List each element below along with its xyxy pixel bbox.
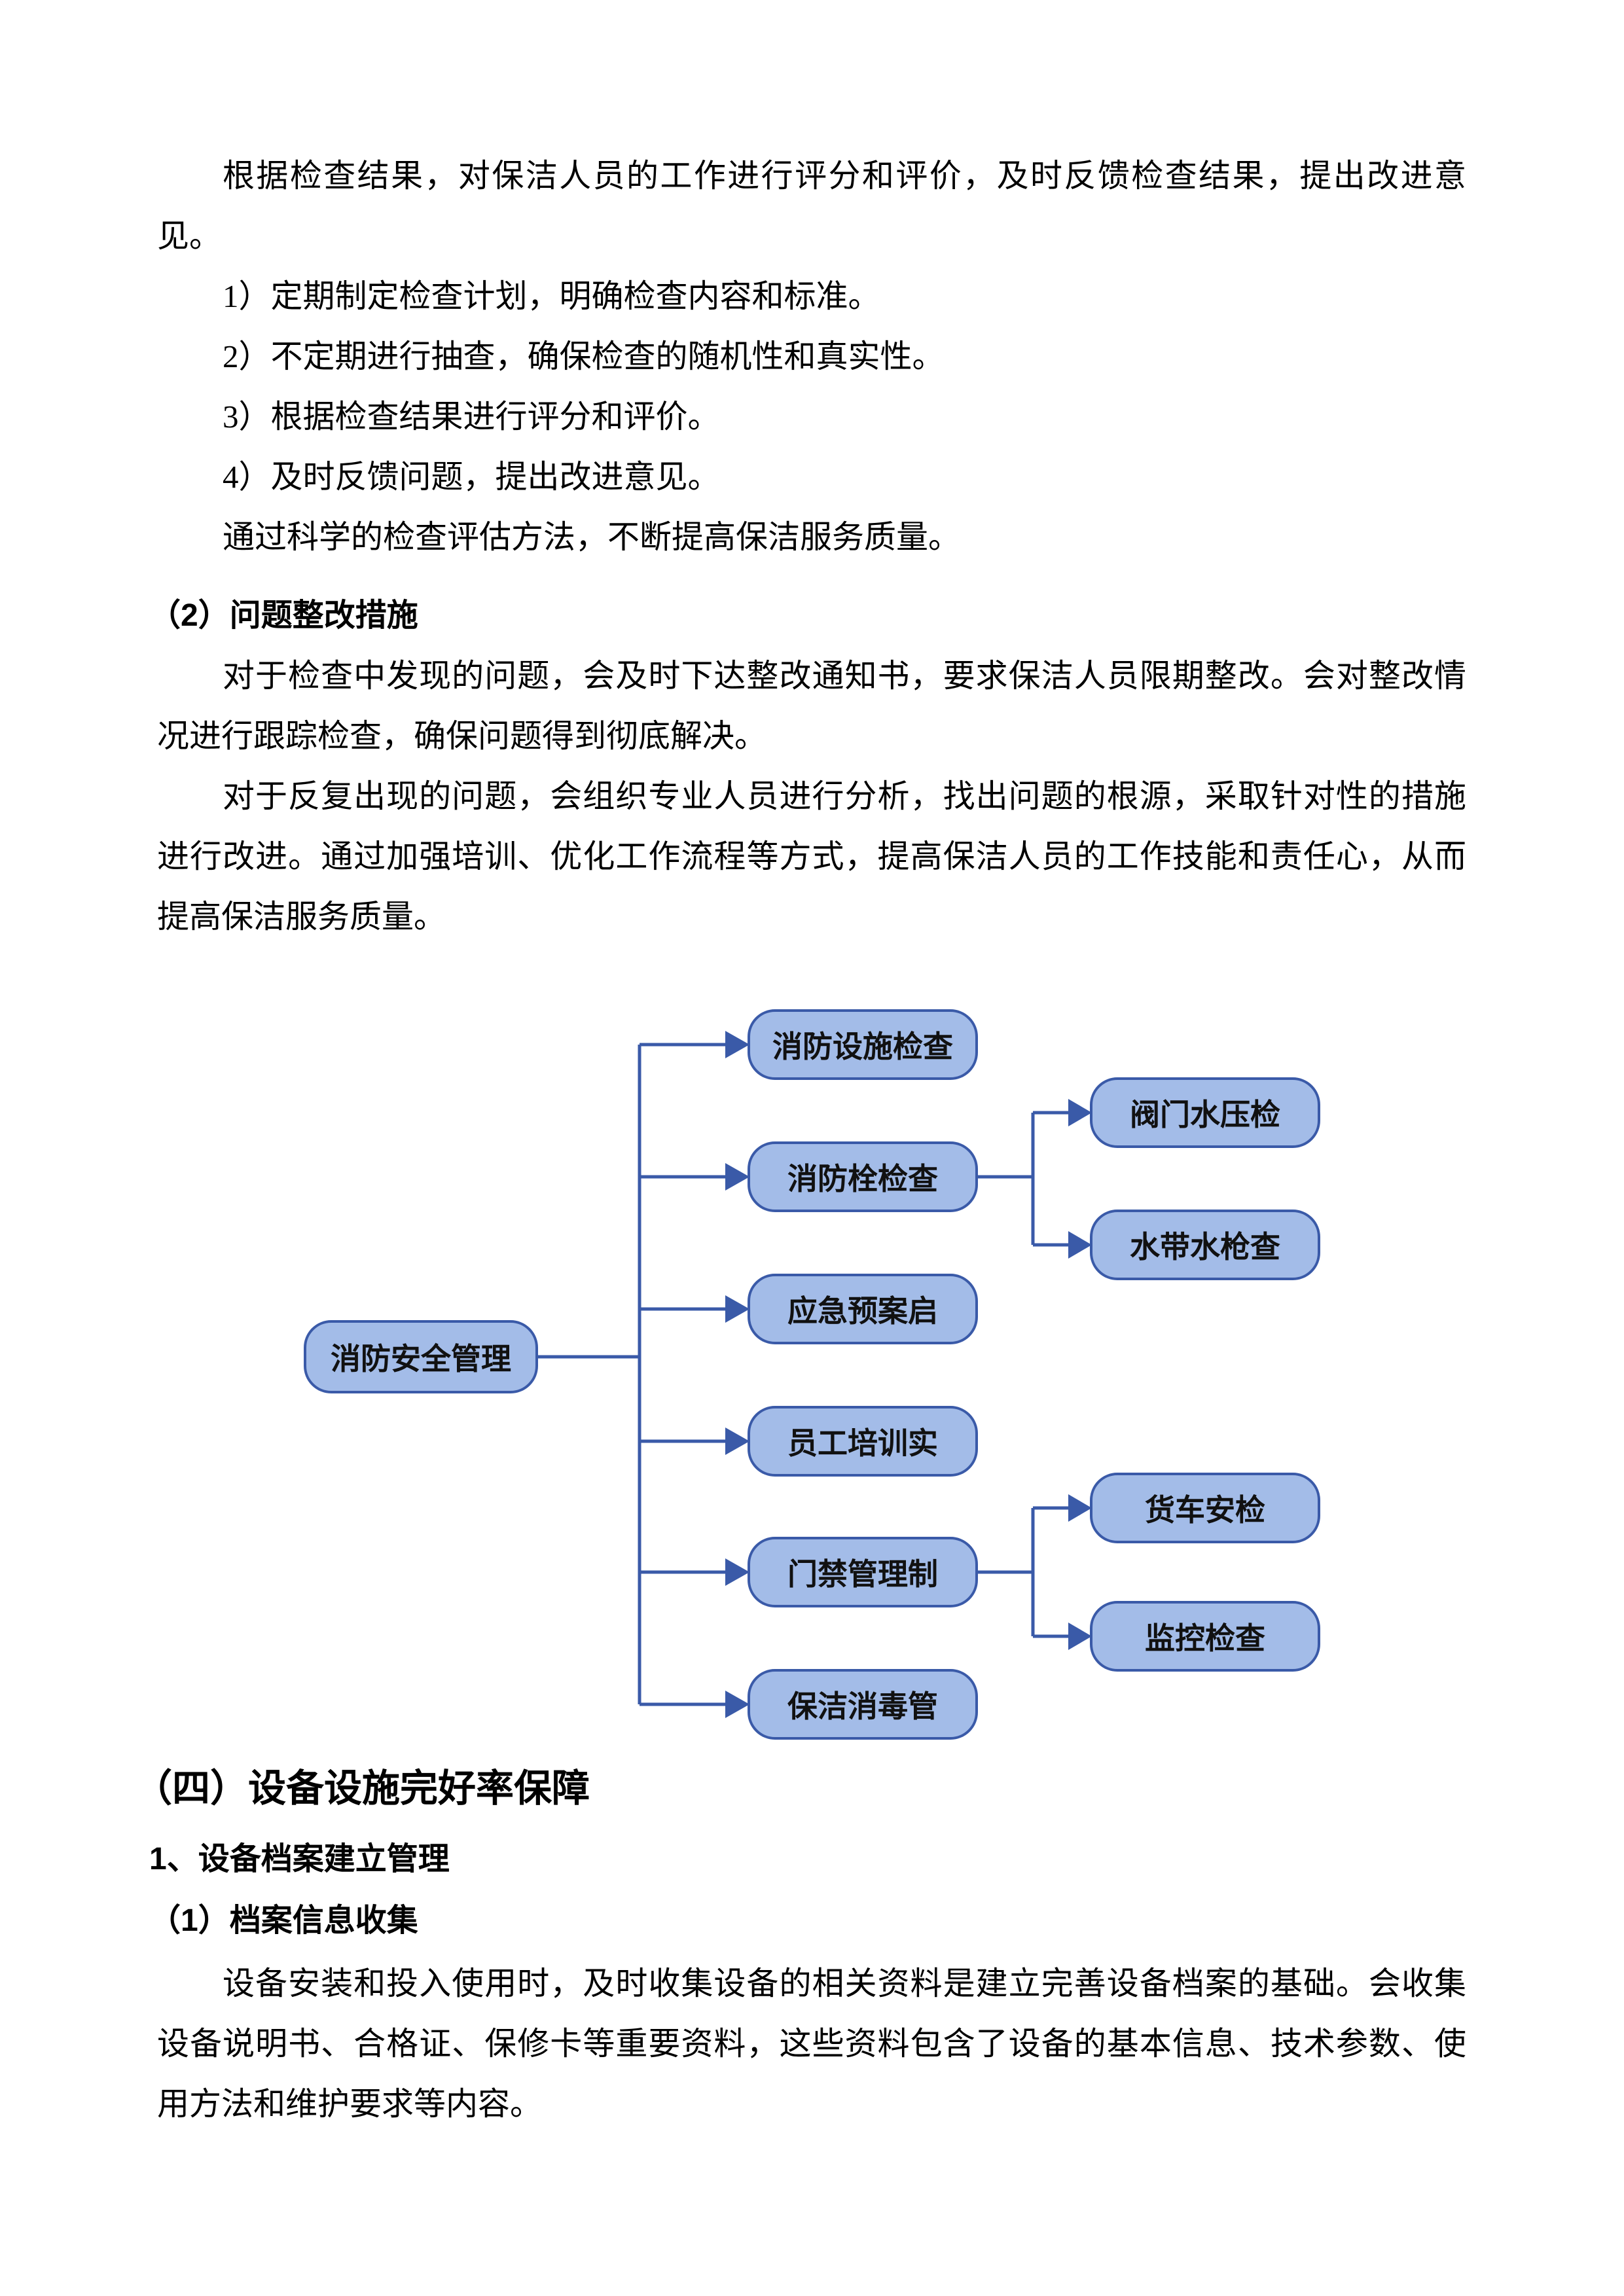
heading-rectification: （2）问题整改措施 (149, 598, 418, 633)
paragraph-line: 进行改进。通过加强培训、优化工作流程等方式，提高保洁人员的工作技能和责任心，从而 (157, 838, 1466, 874)
paragraph-line: 设备说明书、合格证、保修卡等重要资料，这些资料包含了设备的基本信息、技术参数、使 (157, 2026, 1466, 2062)
paragraph-line: 对于反复出现的问题，会组织专业人员进行分析，找出问题的根源，采取针对性的措施 (223, 778, 1466, 814)
node-emergency-plan: 应急预案启 (748, 1274, 978, 1344)
heading-section4: （四）设备设施完好率保障 (134, 1767, 590, 1810)
list-item: 3）根据检查结果进行评分和评价。 (223, 399, 720, 435)
list-item: 1）定期制定检查计划，明确检查内容和标准。 (223, 278, 880, 314)
heading-sub1-1: （1）档案信息收集 (149, 1903, 418, 1938)
paragraph-line: 通过科学的检查评估方法，不断提高保洁服务质量。 (223, 519, 961, 555)
paragraph-line: 设备安装和投入使用时，及时收集设备的相关资料是建立完善设备档案的基础。会收集 (223, 1965, 1466, 2001)
node-access-control: 门禁管理制 (748, 1537, 978, 1607)
paragraph-line: 见。 (157, 218, 222, 254)
node-valve-pressure-check: 阀门水压检 (1090, 1077, 1320, 1148)
paragraph-line: 根据检查结果，对保洁人员的工作进行评分和评价，及时反馈检查结果，提出改进意 (223, 158, 1466, 194)
node-fire-safety-management: 消防安全管理 (304, 1320, 538, 1393)
paragraph-line: 用方法和维护要求等内容。 (157, 2086, 543, 2122)
list-item: 4）及时反馈问题，提出改进意见。 (223, 459, 720, 495)
node-monitor-check: 监控检查 (1090, 1601, 1320, 1672)
node-fire-facility-inspection: 消防设施检查 (748, 1009, 978, 1080)
node-cleaning-disinfection: 保洁消毒管 (748, 1669, 978, 1740)
node-staff-training: 员工培训实 (748, 1406, 978, 1477)
paragraph-line: 提高保洁服务质量。 (157, 899, 446, 935)
heading-sub1: 1、设备档案建立管理 (149, 1842, 450, 1876)
node-hydrant-inspection: 消防栓检查 (748, 1141, 978, 1212)
node-hose-nozzle-check: 水带水枪查 (1090, 1210, 1320, 1280)
paragraph-line: 对于检查中发现的问题，会及时下达整改通知书，要求保洁人员限期整改。会对整改情 (223, 658, 1466, 694)
arrowhead-icon (725, 1031, 1092, 1718)
list-item: 2）不定期进行抽查，确保检查的随机性和真实性。 (223, 338, 945, 374)
node-truck-security-check: 货车安检 (1090, 1473, 1320, 1543)
paragraph-line: 况进行跟踪检查，确保问题得到彻底解决。 (157, 718, 767, 754)
